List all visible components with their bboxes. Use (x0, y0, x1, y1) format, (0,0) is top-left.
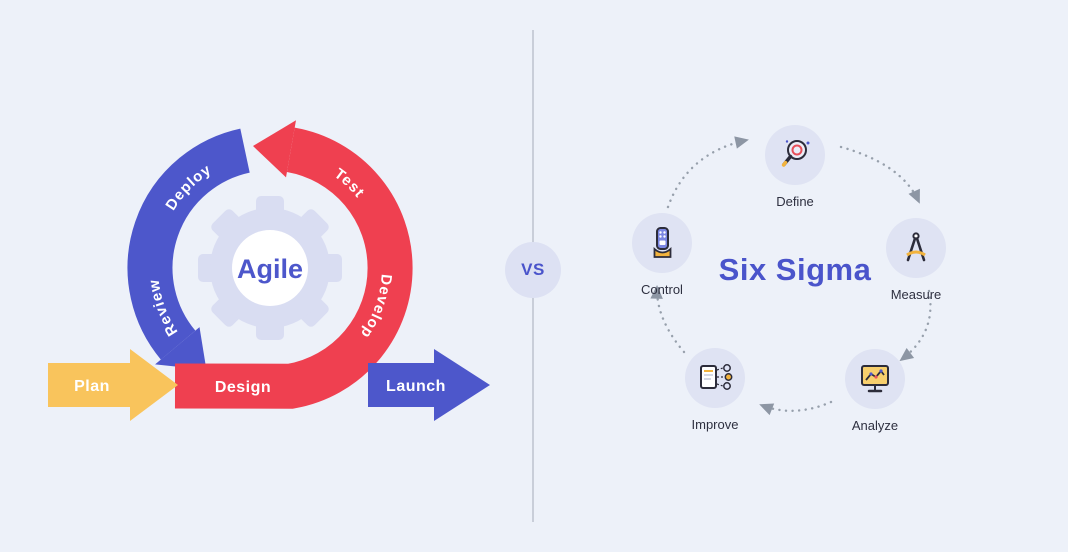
launch-arrow (368, 349, 490, 421)
agile-cycle-diagram: Agile Plan Design Launch Review Deploy T… (48, 120, 490, 421)
step-control: Control (620, 213, 704, 297)
remote-in-hand-icon (653, 227, 672, 258)
design-label: Design (215, 379, 271, 396)
gear-icon (198, 196, 342, 340)
vs-badge: VS (505, 242, 561, 298)
measure-label: Measure (890, 287, 942, 302)
connector-analyze-to-improve (759, 400, 833, 416)
magnifying-glass-icon (781, 140, 810, 167)
agile-loop-red-arrowhead (253, 120, 296, 178)
step-improve: Improve (673, 348, 757, 432)
improve-circle (685, 348, 745, 408)
step-define: Define (753, 125, 837, 209)
improve-label: Improve (691, 417, 739, 432)
vs-label: VS (521, 260, 545, 279)
analyze-label: Analyze (851, 418, 899, 433)
control-label: Control (641, 282, 683, 297)
plan-arrow (48, 349, 178, 421)
connector-control-to-define (666, 136, 749, 209)
measure-circle (886, 218, 946, 278)
agile-loop-red-arc (174, 127, 413, 409)
define-label: Define (776, 194, 814, 209)
compass-icon (906, 232, 926, 262)
step-measure: Measure (874, 218, 958, 302)
analyze-circle (845, 349, 905, 409)
line-chart-monitor-icon (861, 365, 889, 393)
connector-define-to-measure (839, 145, 921, 204)
agile-center-label: Agile (237, 254, 303, 284)
control-circle (632, 213, 692, 273)
document-ideas-icon (700, 364, 733, 390)
step-analyze: Analyze (833, 349, 917, 433)
agile-loop-blue-arrowhead (155, 327, 207, 370)
launch-label: Launch (386, 378, 446, 395)
define-circle (765, 125, 825, 185)
six-sigma-title: Six Sigma (718, 252, 872, 287)
agile-loop-blue-arc (127, 128, 251, 360)
plan-label: Plan (74, 378, 110, 395)
